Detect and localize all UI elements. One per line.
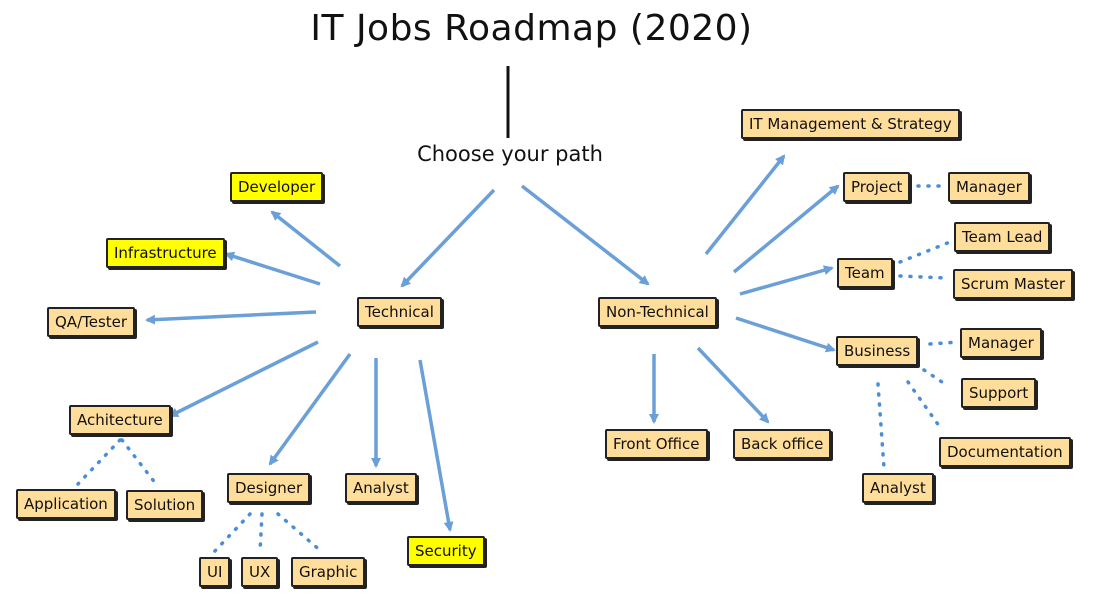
dotted-designer-ux <box>258 512 264 554</box>
node-security: Security <box>407 536 485 566</box>
node-non-technical: Non-Technical <box>598 297 717 327</box>
node-team: Team <box>837 258 893 288</box>
node-business-analyst: Analyst <box>862 473 934 503</box>
node-back-office: Back office <box>733 429 832 459</box>
page-title: IT Jobs Roadmap (2020) <box>310 8 753 49</box>
node-front-office: Front Office <box>605 429 708 459</box>
arrow-technical-to-achitecture <box>168 340 319 418</box>
dotted-achitecture-solution <box>120 438 158 486</box>
arrow-technical-to-qa <box>145 310 317 325</box>
node-documentation: Documentation <box>939 437 1071 467</box>
arrow-technical-to-infrastructure <box>224 251 321 286</box>
node-solution: Solution <box>126 490 204 520</box>
node-qa-tester: QA/Tester <box>47 307 136 337</box>
node-graphic: Graphic <box>291 557 366 587</box>
dotted-business-support <box>922 368 950 388</box>
node-business: Business <box>836 336 919 366</box>
dotted-designer-ui <box>212 512 252 554</box>
arrow-technical-to-security <box>418 359 454 532</box>
arrow-nontech-to-it-management <box>704 154 786 256</box>
node-team-lead: Team Lead <box>954 222 1051 252</box>
node-support: Support <box>961 378 1037 408</box>
arrow-nontech-to-project <box>732 184 840 274</box>
node-project-manager: Manager <box>948 172 1030 202</box>
node-application: Application <box>16 489 116 519</box>
dotted-designer-graphic <box>276 512 324 554</box>
dotted-business-analyst <box>876 382 886 470</box>
node-infrastructure: Infrastructure <box>106 238 225 268</box>
arrow-nontech-to-business <box>735 316 836 353</box>
node-business-manager: Manager <box>960 328 1042 358</box>
node-developer: Developer <box>230 172 324 202</box>
arrow-technical-to-developer <box>270 210 342 268</box>
node-project: Project <box>843 172 911 202</box>
dotted-business-manager <box>928 340 960 346</box>
node-achitecture: Achitecture <box>69 405 171 435</box>
dotted-team-scrummaster <box>898 274 948 280</box>
node-technical: Technical <box>357 297 442 327</box>
node-it-management: IT Management & Strategy <box>741 109 960 139</box>
dotted-business-documentation <box>906 380 944 432</box>
arrow-technical-to-designer <box>268 352 352 466</box>
arrow-path-to-technical <box>400 188 496 288</box>
node-designer: Designer <box>227 473 311 503</box>
arrow-nontech-to-team <box>739 265 834 296</box>
node-ux: UX <box>241 557 279 587</box>
choose-path-label: Choose your path <box>417 142 603 166</box>
dotted-achitecture-application <box>76 438 122 486</box>
node-analyst: Analyst <box>345 473 417 503</box>
dotted-team-teamlead <box>898 240 952 264</box>
node-ui: UI <box>199 557 231 587</box>
arrow-nontech-to-back-office <box>696 346 770 424</box>
node-scrum-master: Scrum Master <box>953 269 1074 299</box>
arrow-path-to-non-technical <box>520 184 650 286</box>
